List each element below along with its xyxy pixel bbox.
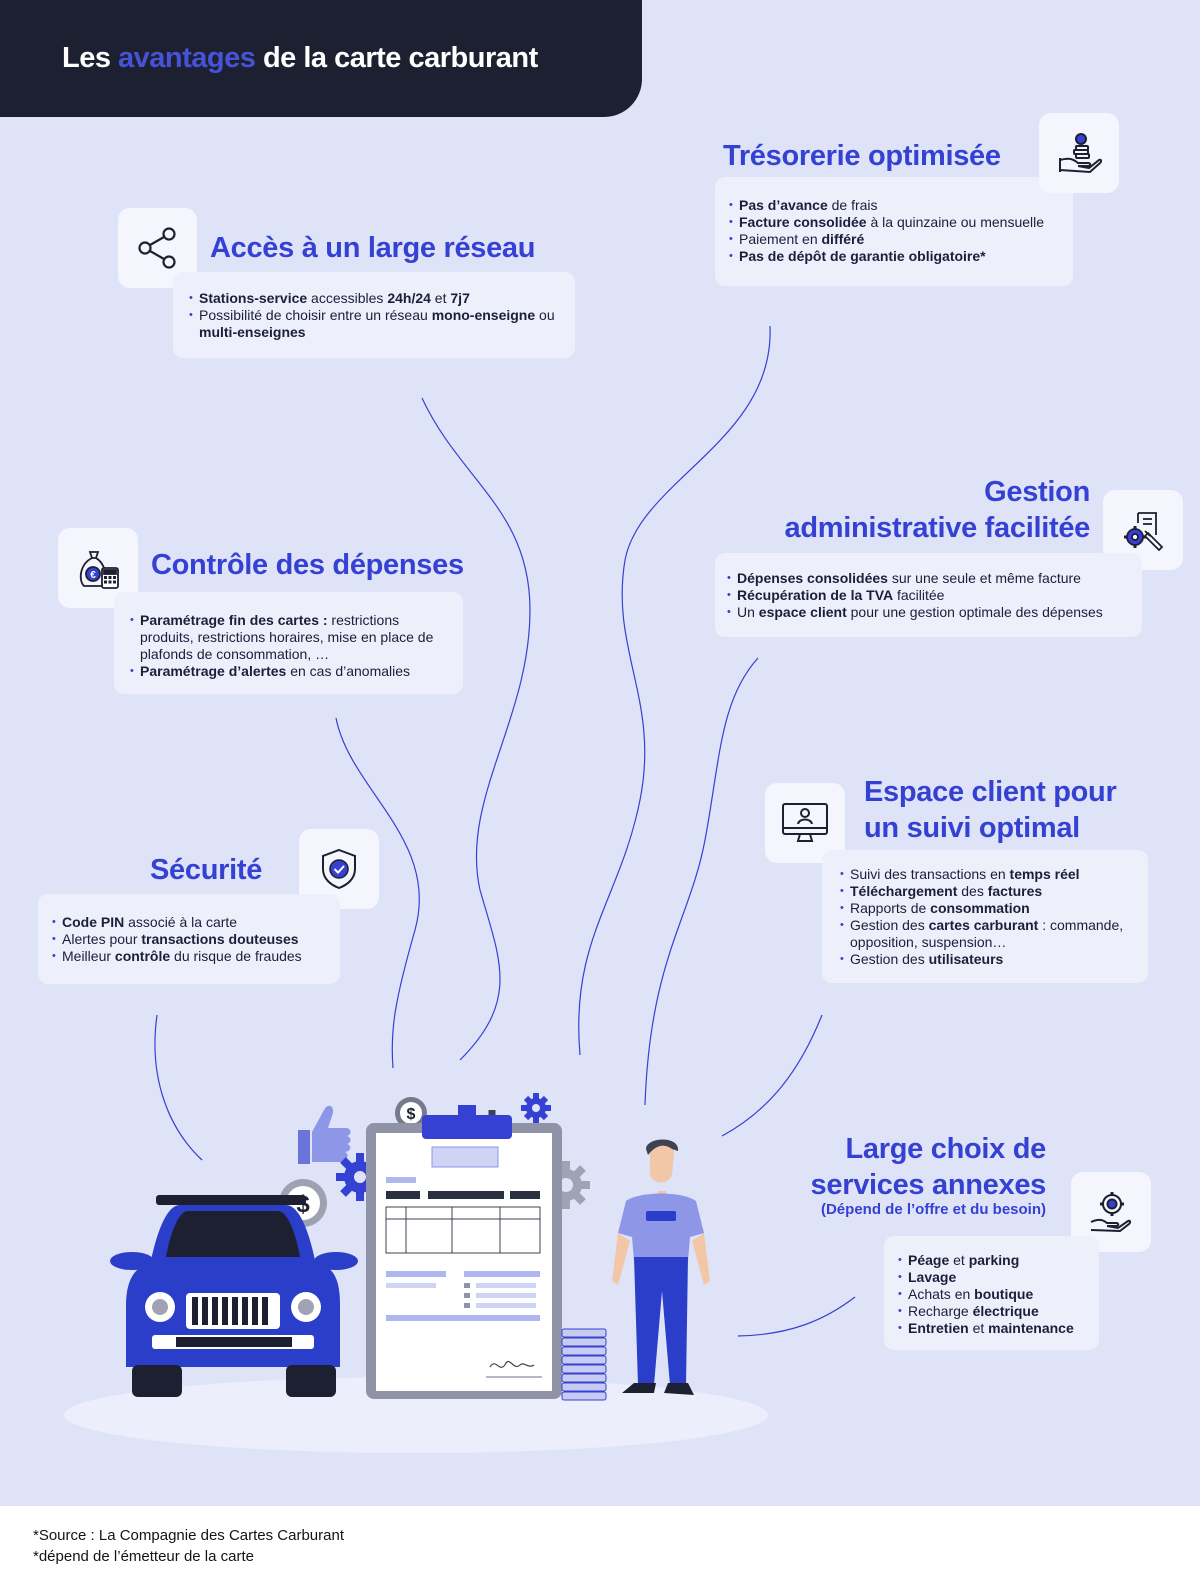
connector-reseau [421,397,531,1061]
list-item: Lavage [898,1269,1087,1286]
section-list-gestion: Dépenses consolidées sur une seule et mê… [727,570,1128,621]
page-title: Les avantages de la carte carburant [62,42,538,74]
illustration-car-document-person: $ $ [64,1093,768,1453]
section-box-controle: Paramétrage fin des cartes : restriction… [114,592,463,694]
icon-card-espace [765,783,845,863]
list-item: Récupération de la TVA facilitée [727,587,1128,604]
list-item: Pas d’avance de frais [729,197,1059,214]
footer: *Source : La Compagnie des Cartes Carbur… [0,1506,1200,1588]
list-item: Pas de dépôt de garantie obligatoire* [729,248,1059,265]
footer-source: *Source : La Compagnie des Cartes Carbur… [33,1527,345,1544]
dollar-coin-icon: $ [395,1097,427,1129]
svg-text:€: € [90,570,96,581]
list-item: Suivi des transactions en temps réel [840,866,1136,883]
svg-text:$: $ [407,1106,416,1123]
coin-stack [561,1328,607,1401]
section-box-tresorerie: Pas d’avance de fraisFacture consolidée … [715,177,1073,286]
list-item: Gestion des cartes carburant : commande,… [840,917,1136,951]
infographic-canvas: Les avantages de la carte carburant Accè… [0,0,1200,1506]
list-item: Paramétrage d’alertes en cas d’anomalies [130,663,449,680]
list-item: Péage et parking [898,1252,1087,1269]
list-item: Rapports de consommation [840,900,1136,917]
gear-icon [521,1093,551,1123]
section-list-tresorerie: Pas d’avance de fraisFacture consolidée … [729,197,1059,265]
gear-hand-icon [1090,1192,1132,1233]
clipboard-document [366,1105,562,1399]
section-list-espace: Suivi des transactions en temps réelTélé… [840,866,1136,968]
list-item: Alertes pour transactions douteuses [52,931,326,948]
connector-tresorerie [578,325,771,1056]
list-item: Recharge électrique [898,1303,1087,1320]
connector-lines [154,325,856,1337]
section-title-controle: Contrôle des dépenses [151,549,464,581]
list-item: Meilleur contrôle du risque de fraudes [52,948,326,965]
list-item: Possibilité de choisir entre un réseau m… [189,307,561,341]
header-banner: Les avantages de la carte carburant [0,0,642,117]
monitor-user-icon [782,803,828,842]
section-list-reseau: Stations-service accessibles 24h/24 et 7… [189,290,561,341]
section-box-services: Péage et parkingLavageAchats en boutique… [884,1236,1099,1350]
section-title-tresorerie: Trésorerie optimisée [723,140,1001,172]
section-box-espace: Suivi des transactions en temps réelTélé… [822,850,1148,983]
list-item: Code PIN associé à la carte [52,914,326,931]
section-list-controle: Paramétrage fin des cartes : restriction… [130,612,449,680]
money-bag-calculator-icon: € [79,551,119,589]
connector-securite [154,1014,203,1161]
list-item: Gestion des utilisateurs [840,951,1136,968]
section-list-securite: Code PIN associé à la carteAlertes pour … [52,914,326,965]
list-item: Dépenses consolidées sur une seule et mê… [727,570,1128,587]
section-box-reseau: Stations-service accessibles 24h/24 et 7… [173,272,575,358]
footer-note: *dépend de l’émetteur de la carte [33,1548,254,1565]
connector-gestion [644,657,759,1106]
connector-espace [721,1014,823,1137]
section-title-reseau: Accès à un large réseau [210,232,536,264]
section-title-securite: Sécurité [150,854,263,886]
list-item: Téléchargement des factures [840,883,1136,900]
car-illustration [110,1195,358,1397]
list-item: Facture consolidée à la quinzaine ou men… [729,214,1059,231]
list-item: Un espace client pour une gestion optima… [727,604,1128,621]
list-item: Achats en boutique [898,1286,1087,1303]
icon-card-tresorerie [1039,113,1119,193]
coin-hand-icon [1059,133,1102,174]
list-item: Stations-service accessibles 24h/24 et 7… [189,290,561,307]
section-subtitle-services: (Dépend de l’offre et du besoin) [820,1201,1046,1218]
document-gear-icon [1124,512,1164,552]
connector-services [737,1296,856,1337]
list-item: Entretien et maintenance [898,1320,1087,1337]
shield-check-icon [322,848,356,890]
section-box-gestion: Dépenses consolidées sur une seule et mê… [715,553,1142,637]
list-item: Paramétrage fin des cartes : restriction… [130,612,449,663]
section-list-services: Péage et parkingLavageAchats en boutique… [898,1252,1087,1337]
thumbs-up-icon [298,1105,351,1164]
list-item: Paiement en différé [729,231,1059,248]
connector-controle [335,717,420,1069]
person-illustration [612,1139,710,1395]
section-box-securite: Code PIN associé à la carteAlertes pour … [38,894,340,984]
share-icon [137,227,176,269]
